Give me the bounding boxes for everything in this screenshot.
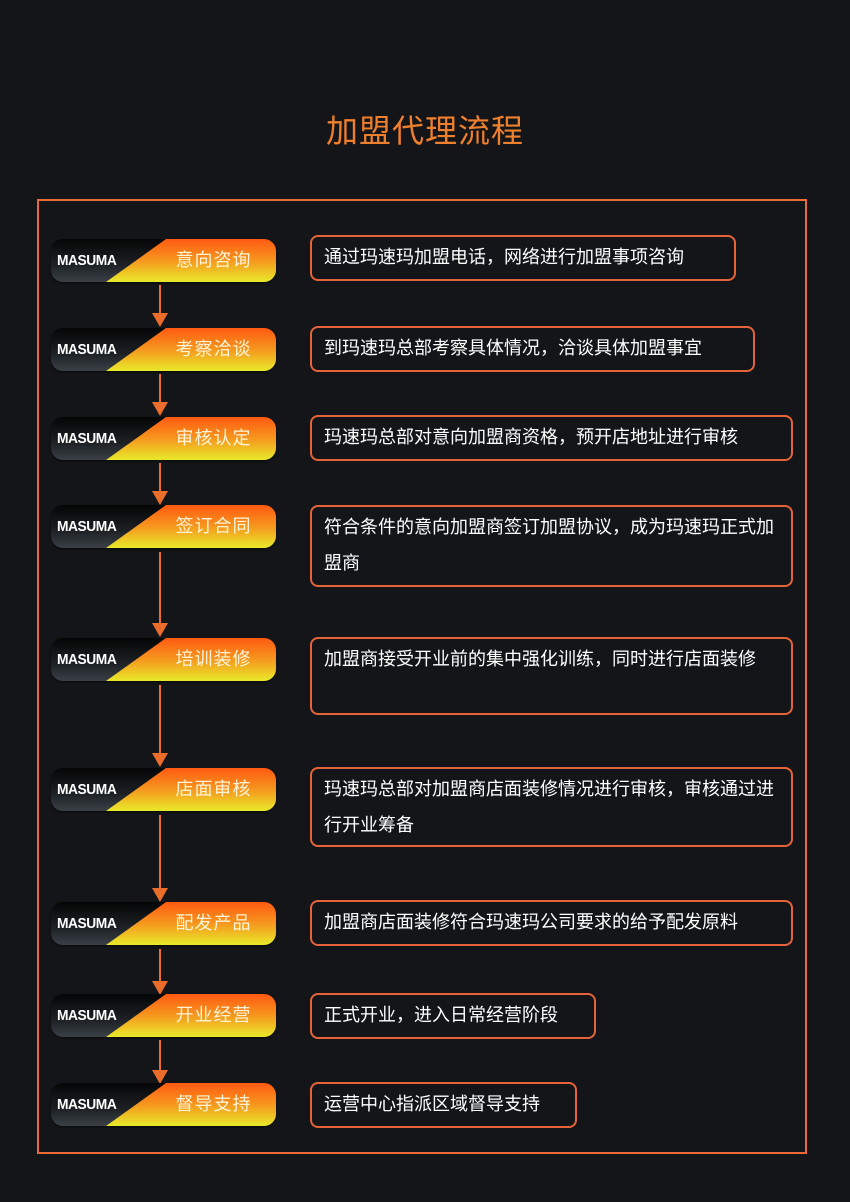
- brand-logo: MASUMA: [57, 430, 117, 447]
- arrow-down-icon: [152, 949, 168, 995]
- step-description-8: 正式开业，进入日常经营阶段: [310, 993, 596, 1039]
- step-label: 审核认定: [175, 428, 252, 449]
- page-title: 加盟代理流程: [325, 112, 524, 150]
- step-pill-1: MASUMA 意向咨询: [51, 239, 276, 282]
- step-pill-2: MASUMA 考察洽谈: [51, 328, 276, 371]
- arrow-down-icon: [152, 374, 168, 416]
- brand-logo: MASUMA: [57, 915, 117, 932]
- step-description-4: 符合条件的意向加盟商签订加盟协议，成为玛速玛正式加盟商: [310, 505, 793, 587]
- step-description-7: 加盟商店面装修符合玛速玛公司要求的给予配发原料: [310, 900, 793, 946]
- step-label: 开业经营: [175, 1005, 252, 1026]
- step-pill-7: MASUMA 配发产品: [51, 902, 276, 945]
- step-pill-3: MASUMA 审核认定: [51, 417, 276, 460]
- brand-logo: MASUMA: [57, 252, 117, 269]
- step-description-2: 到玛速玛总部考察具体情况，洽谈具体加盟事宜: [310, 326, 755, 372]
- brand-logo: MASUMA: [57, 1007, 117, 1024]
- brand-logo: MASUMA: [57, 781, 117, 798]
- arrow-down-icon: [152, 685, 168, 767]
- brand-logo: MASUMA: [57, 518, 117, 535]
- step-label: 店面审核: [175, 779, 252, 800]
- step-pill-9: MASUMA 督导支持: [51, 1083, 276, 1126]
- step-label: 意向咨询: [175, 250, 252, 271]
- step-label: 培训装修: [175, 649, 252, 670]
- step-description-1: 通过玛速玛加盟电话，网络进行加盟事项咨询: [310, 235, 736, 281]
- brand-logo: MASUMA: [57, 651, 117, 668]
- step-pill-8: MASUMA 开业经营: [51, 994, 276, 1037]
- step-description-5: 加盟商接受开业前的集中强化训练，同时进行店面装修: [310, 637, 793, 715]
- arrow-down-icon: [152, 815, 168, 902]
- arrow-down-icon: [152, 1040, 168, 1084]
- step-description-6: 玛速玛总部对加盟商店面装修情况进行审核，审核通过进行开业筹备: [310, 767, 793, 847]
- step-label: 配发产品: [175, 913, 252, 934]
- brand-logo: MASUMA: [57, 341, 117, 358]
- brand-logo: MASUMA: [57, 1096, 117, 1113]
- step-label: 签订合同: [175, 516, 252, 537]
- flow-frame: [37, 199, 807, 1154]
- step-pill-5: MASUMA 培训装修: [51, 638, 276, 681]
- step-pill-6: MASUMA 店面审核: [51, 768, 276, 811]
- step-label: 考察洽谈: [175, 339, 252, 360]
- step-description-3: 玛速玛总部对意向加盟商资格，预开店地址进行审核: [310, 415, 793, 461]
- step-pill-4: MASUMA 签订合同: [51, 505, 276, 548]
- arrow-down-icon: [152, 285, 168, 327]
- arrow-down-icon: [152, 552, 168, 637]
- arrow-down-icon: [152, 463, 168, 505]
- step-description-9: 运营中心指派区域督导支持: [310, 1082, 577, 1128]
- step-label: 督导支持: [175, 1094, 252, 1115]
